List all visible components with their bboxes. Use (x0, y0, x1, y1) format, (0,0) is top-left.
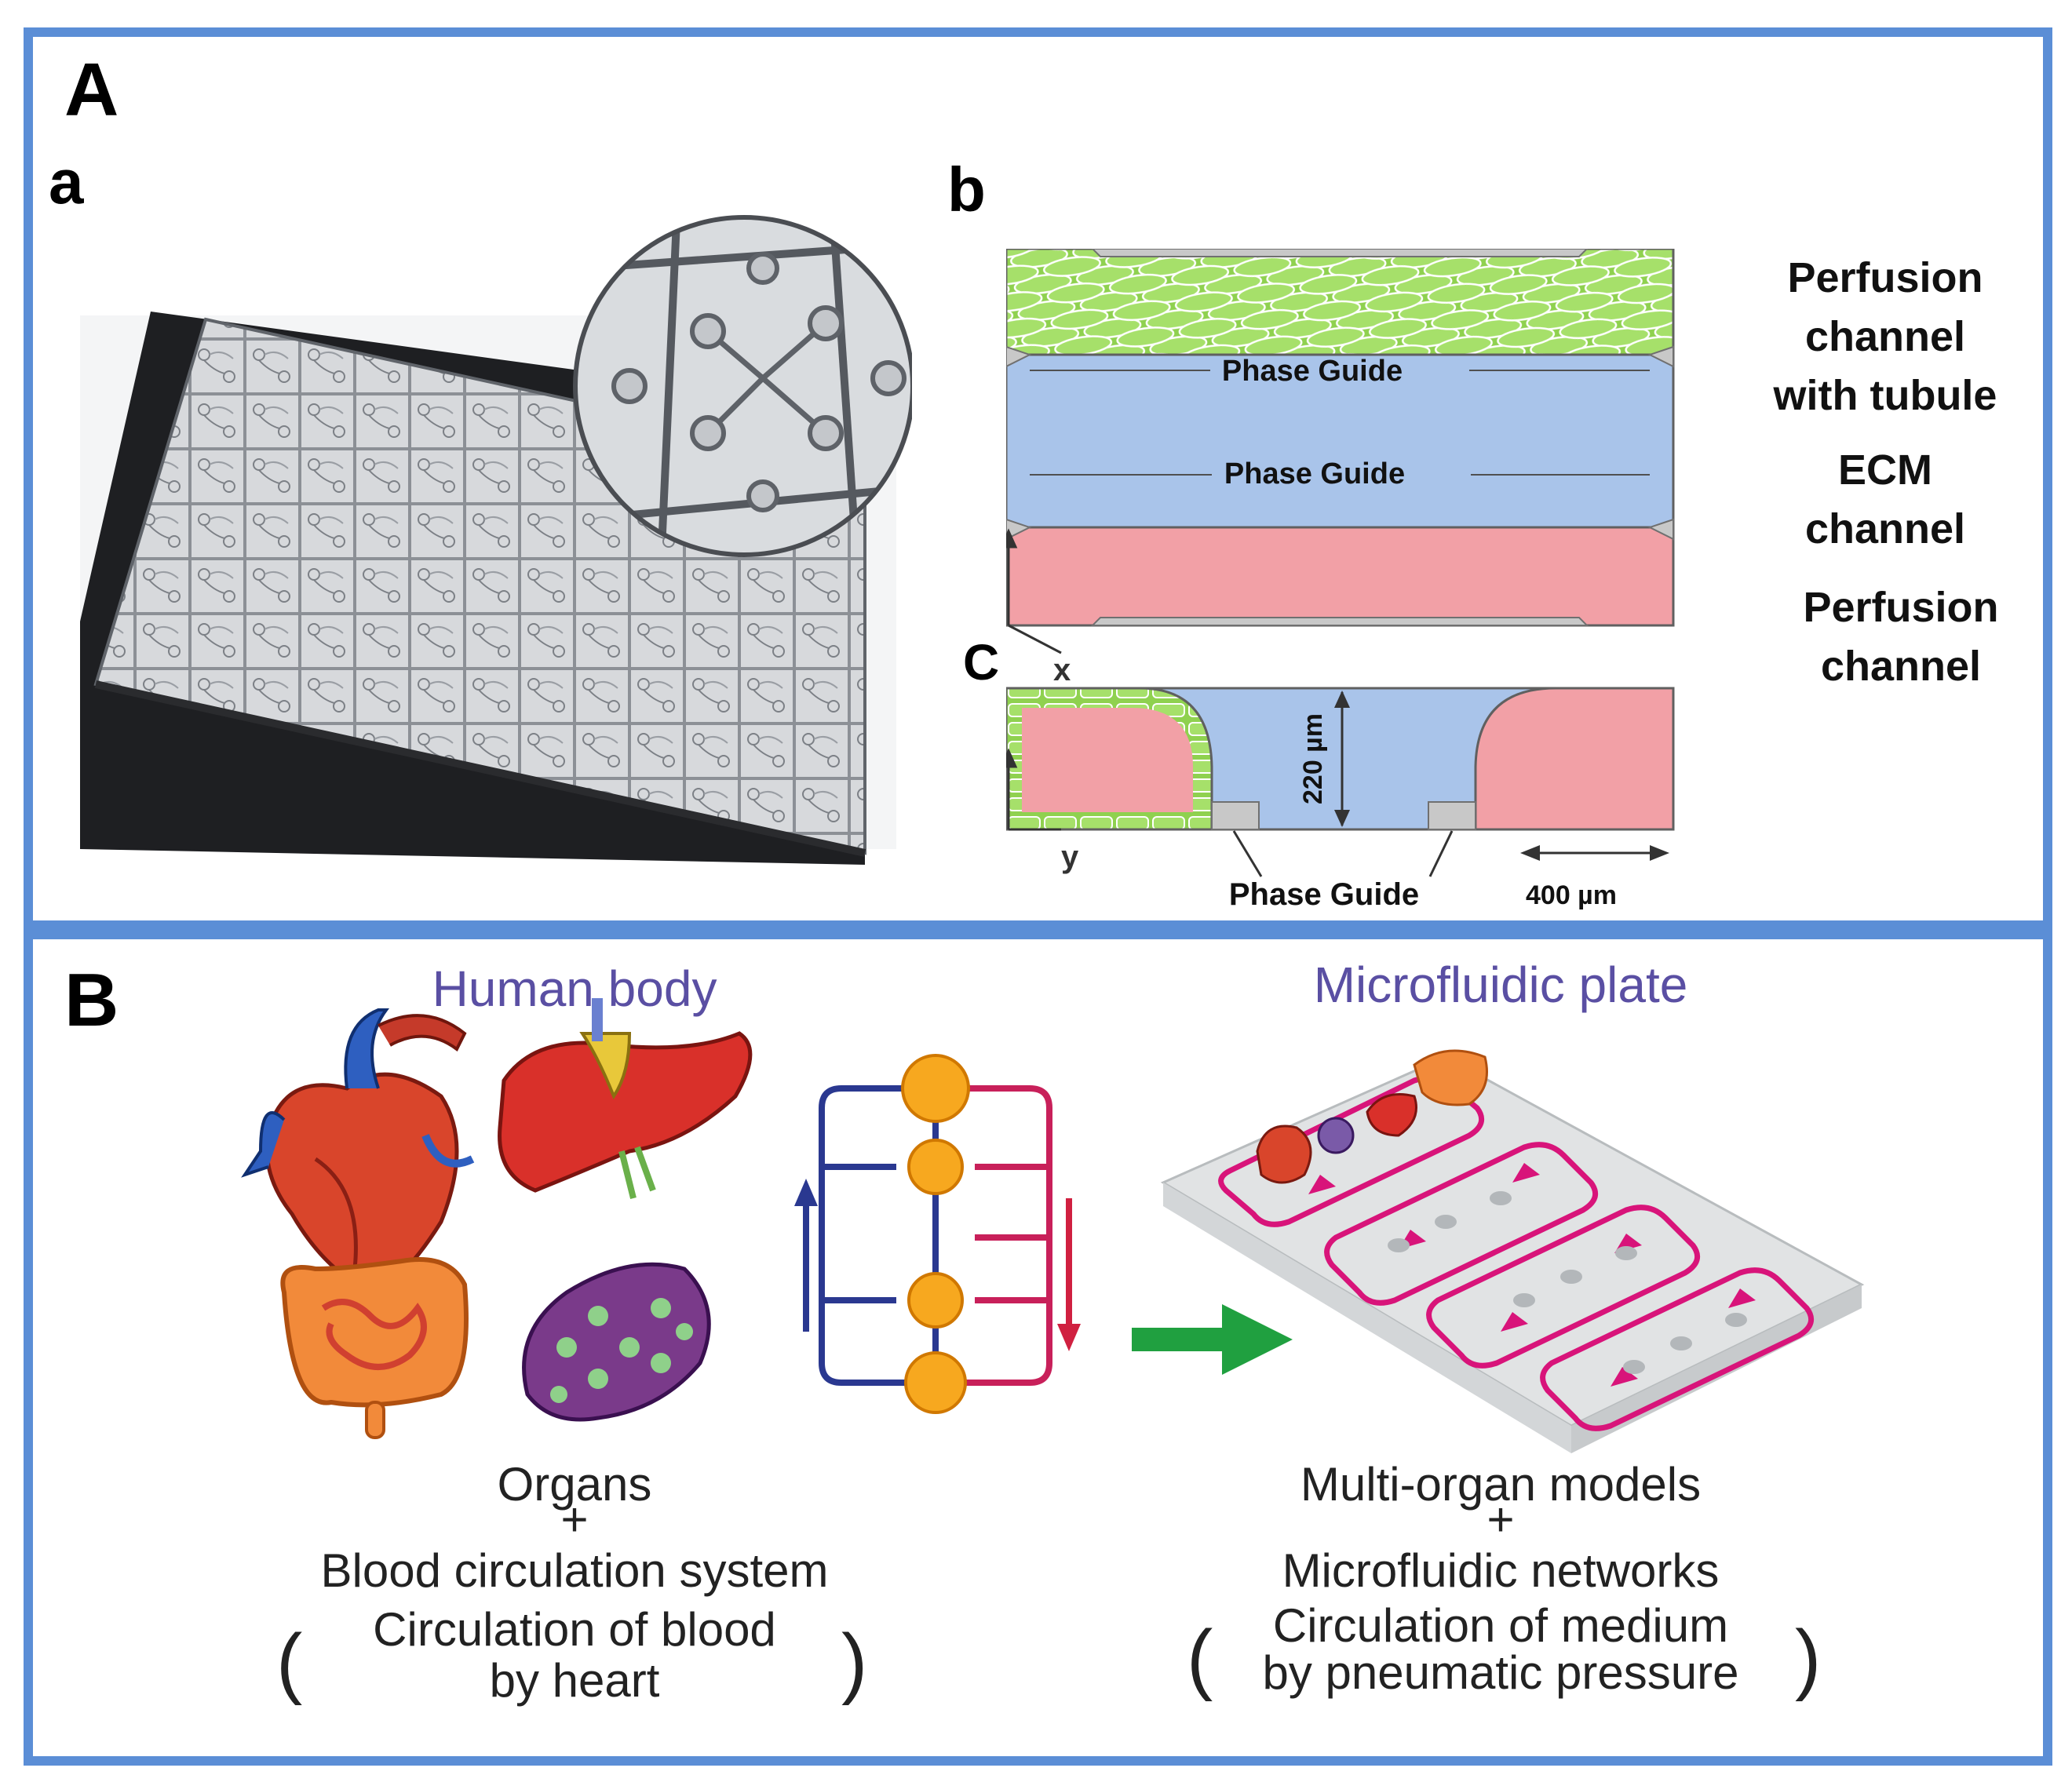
caption-blood-circulation: Blood circulation system (321, 1544, 829, 1597)
label-ecm-1: ECM (1838, 447, 1932, 494)
panel-b-illustration: Human body Microfluidic plate (241, 957, 1865, 1707)
panel-a-letter: A (64, 48, 119, 132)
height-label: 220 µm (1298, 713, 1328, 804)
label-perfusion-bot-1: Perfusion (1803, 584, 1998, 631)
channel-schematic: Phase Guide Phase Guide y x 220 µm Phase (1006, 249, 1675, 912)
caption-left-open-paren: ( (276, 1618, 302, 1706)
cross-section: 220 µm Phase Guide 400 µm (1006, 687, 1675, 912)
microfluidic-plate-icon (1160, 1049, 1865, 1453)
label-perfusion-top-3: with tubule (1773, 372, 1997, 419)
caption-right-close-paren: ) (1795, 1614, 1821, 1702)
caption-organs: Organs (498, 1458, 652, 1511)
xy-axis (1006, 528, 1062, 654)
caption-left-close-paren: ) (841, 1618, 867, 1706)
human-body-title: Human body (432, 960, 717, 1017)
liver-icon (498, 998, 753, 1199)
label-perfusion-top-1: Perfusion (1787, 254, 1983, 301)
flow-down-arrow (1057, 1198, 1081, 1351)
tubule-channel (1006, 249, 1675, 356)
flow-up-arrow (794, 1179, 818, 1332)
organ-nodes (901, 1054, 970, 1414)
transition-arrow (1132, 1304, 1293, 1375)
caption-circulation-of-medium: Circulation of medium (1273, 1599, 1728, 1652)
label-perfusion-top-2: channel (1805, 313, 1965, 360)
plate-photo (80, 215, 912, 865)
caption-plus-right: + (1487, 1493, 1514, 1546)
cell-cluster-icon (522, 1262, 711, 1422)
label-ecm-2: channel (1805, 505, 1965, 552)
perfusion-channel (1006, 526, 1675, 627)
phase-guide-label-1: Phase Guide (1222, 355, 1403, 388)
caption-circulation-of-blood: Circulation of blood (373, 1603, 776, 1656)
microfluidic-plate-title: Microfluidic plate (1314, 957, 1688, 1013)
phase-guide-label-3: Phase Guide (1229, 877, 1419, 912)
caption-microfluidic-networks: Microfluidic networks (1282, 1544, 1720, 1597)
sub-c-letter: C (963, 634, 1000, 691)
caption-multi-organ: Multi-organ models (1300, 1458, 1701, 1511)
panel-b: B Human body Microfluidic plate (24, 930, 2052, 1766)
caption-pneumatic-pressure: by pneumatic pressure (1263, 1646, 1739, 1699)
width-label: 400 µm (1526, 880, 1617, 910)
axis-x-label: x (1053, 653, 1071, 687)
phase-guide-label-2: Phase Guide (1224, 457, 1405, 490)
panel-b-letter: B (64, 958, 119, 1042)
caption-by-heart: by heart (490, 1654, 660, 1707)
sub-a-letter: a (49, 147, 84, 217)
axis-y2-label: y (1061, 840, 1079, 874)
zy-axis (1006, 748, 1061, 831)
caption-right-open-paren: ( (1187, 1614, 1213, 1702)
intestine-icon (280, 1257, 469, 1439)
caption-plus-left: + (560, 1493, 588, 1546)
heart-icon (241, 1008, 475, 1295)
circulation-diagram (819, 1085, 1052, 1386)
channel-labels: Perfusion channel with tubule ECM channe… (1773, 254, 1999, 690)
sub-b-letter: b (947, 155, 986, 224)
label-perfusion-bot-2: channel (1821, 643, 1981, 690)
panel-a: A a b C (24, 27, 2052, 930)
